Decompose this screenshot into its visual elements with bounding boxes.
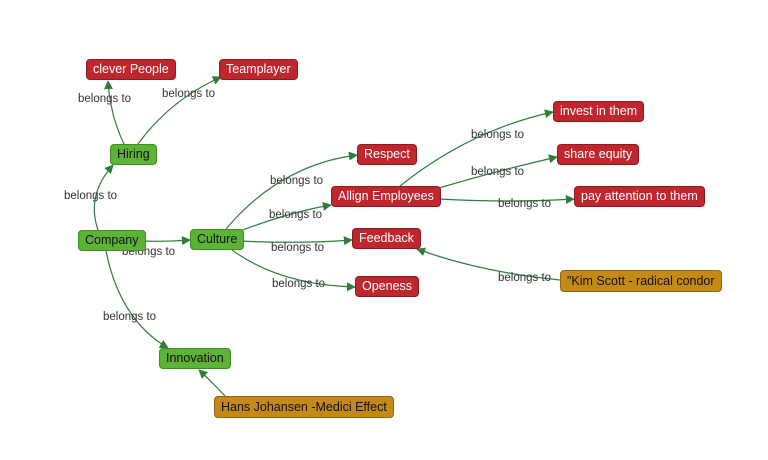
node-share-equity[interactable]: share equity: [557, 144, 640, 165]
edge-company-to-innovation[interactable]: [105, 250, 169, 349]
edge-allign-employees-to-pay-attention-to-them[interactable]: [438, 195, 575, 204]
edge-label: belongs to: [78, 93, 131, 105]
edge-allign-employees-to-invest-in-them[interactable]: [399, 109, 554, 187]
edge-culture-to-allign-employees[interactable]: [239, 201, 332, 232]
edge-hiring-to-clever-people[interactable]: [103, 80, 125, 145]
edge-label: belongs to: [272, 278, 325, 290]
edge-culture-to-respect[interactable]: [225, 151, 358, 230]
edge-label: belongs to: [162, 88, 215, 100]
edge-company-to-culture[interactable]: [141, 236, 191, 246]
edge-hans-johansen-to-innovation[interactable]: [198, 369, 226, 397]
node-hiring[interactable]: Hiring: [110, 144, 157, 165]
edge-label: belongs to: [498, 272, 551, 284]
edge-label: belongs to: [103, 311, 156, 323]
edge-label: belongs to: [64, 190, 117, 202]
node-allign-employees[interactable]: Allign Employees: [331, 186, 441, 207]
node-invest-in-them[interactable]: invest in them: [553, 101, 645, 122]
edge-culture-to-openess[interactable]: [231, 249, 356, 292]
node-feedback[interactable]: Feedback: [352, 228, 421, 249]
edge-allign-employees-to-share-equity[interactable]: [438, 154, 558, 189]
edge-company-to-hiring[interactable]: [93, 164, 114, 231]
edge-label: belongs to: [498, 198, 551, 210]
edge-hiring-to-teamplayer[interactable]: [137, 76, 222, 145]
node-teamplayer[interactable]: Teamplayer: [219, 59, 298, 80]
node-kim-scott[interactable]: "Kim Scott - radical condor: [560, 270, 722, 292]
node-innovation[interactable]: Innovation: [159, 348, 231, 369]
node-pay-attention-to-them[interactable]: pay attention to them: [574, 186, 705, 207]
node-culture[interactable]: Culture: [190, 229, 245, 250]
edge-label: belongs to: [269, 209, 322, 221]
node-company[interactable]: Company: [78, 230, 146, 251]
edge-label: belongs to: [471, 129, 524, 141]
node-openess[interactable]: Openess: [355, 276, 420, 297]
edge-label: belongs to: [471, 166, 524, 178]
node-respect[interactable]: Respect: [357, 144, 417, 165]
edge-kim-scott-to-feedback[interactable]: [416, 247, 561, 281]
node-clever-people[interactable]: clever People: [86, 59, 176, 80]
edge-label: belongs to: [270, 175, 323, 187]
node-hans-johansen[interactable]: Hans Johansen -Medici Effect: [214, 396, 394, 418]
edge-label: belongs to: [271, 242, 324, 254]
edge-culture-to-feedback[interactable]: [239, 236, 353, 246]
